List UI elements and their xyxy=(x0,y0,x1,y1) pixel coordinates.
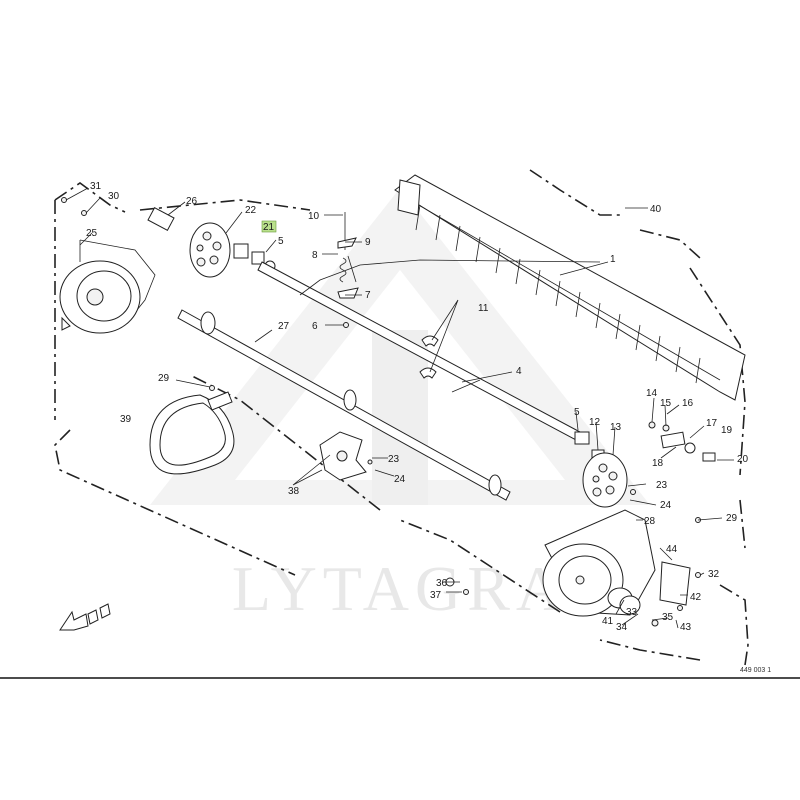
label-11: 11 xyxy=(478,303,489,314)
clips-11 xyxy=(419,335,439,379)
highlight-part-21 xyxy=(261,220,277,233)
label-16: 16 xyxy=(682,398,694,409)
leader-lines xyxy=(65,187,734,629)
watermark: LYTAGRA xyxy=(150,188,650,624)
bushing-26 xyxy=(147,206,175,232)
direction-arrow-icon xyxy=(59,603,111,631)
callout-labels: 1 4 5 5 6 7 8 9 10 11 12 13 14 15 16 17 … xyxy=(86,181,749,633)
label-8: 8 xyxy=(312,250,318,261)
knife-bar-1 xyxy=(394,174,746,401)
label-7: 7 xyxy=(365,290,371,301)
label-4: 4 xyxy=(516,366,522,377)
label-42: 42 xyxy=(690,592,702,603)
pulley-disk-22 xyxy=(189,222,231,278)
label-41: 41 xyxy=(602,616,614,627)
label-25: 25 xyxy=(86,228,98,239)
label-5-lower: 5 xyxy=(574,407,580,418)
label-12: 12 xyxy=(589,417,601,428)
pulley-disk-13 xyxy=(582,452,628,508)
pulley-housing-right xyxy=(542,509,691,617)
label-19: 19 xyxy=(721,425,733,436)
label-1: 1 xyxy=(610,254,616,265)
label-30: 30 xyxy=(108,191,120,202)
label-44: 44 xyxy=(666,544,678,555)
label-32: 32 xyxy=(708,569,720,580)
label-23-left: 23 xyxy=(388,454,400,465)
label-24-right: 24 xyxy=(660,500,672,511)
label-20: 20 xyxy=(737,454,749,465)
spring-assembly xyxy=(337,212,359,328)
label-23-right: 23 xyxy=(656,480,668,491)
label-13: 13 xyxy=(610,422,622,433)
tensioner-14-20 xyxy=(648,421,716,462)
label-5-upper: 5 xyxy=(278,236,284,247)
watermark-text: LYTAGRA xyxy=(232,553,568,624)
label-10: 10 xyxy=(308,211,320,222)
label-14: 14 xyxy=(646,388,658,399)
label-29-left: 29 xyxy=(158,373,170,384)
label-21: 21 xyxy=(263,222,275,233)
label-17: 17 xyxy=(706,418,718,429)
label-15: 15 xyxy=(660,398,672,409)
label-38: 38 xyxy=(288,486,300,497)
label-40: 40 xyxy=(650,204,662,215)
shaft-27 xyxy=(177,309,511,501)
label-36: 36 xyxy=(436,578,448,589)
label-43: 43 xyxy=(680,622,692,633)
drawing-code: 449 003 1 xyxy=(740,667,771,674)
label-28: 28 xyxy=(644,516,656,527)
assembly-boundary xyxy=(54,169,749,666)
label-26: 26 xyxy=(186,196,198,207)
label-33: 33 xyxy=(626,607,638,618)
label-18: 18 xyxy=(652,458,664,469)
label-22: 22 xyxy=(245,205,257,216)
label-27: 27 xyxy=(278,321,290,332)
label-35: 35 xyxy=(662,612,674,623)
pulley-housing-left xyxy=(59,239,156,334)
star-wheels-38 xyxy=(319,431,367,481)
label-37: 37 xyxy=(430,590,442,601)
label-39: 39 xyxy=(120,414,132,425)
belt-39 xyxy=(149,391,235,475)
label-34: 34 xyxy=(616,622,628,633)
label-29-right: 29 xyxy=(726,513,738,524)
label-24-left: 24 xyxy=(394,474,406,485)
label-6: 6 xyxy=(312,321,318,332)
label-31: 31 xyxy=(90,181,102,192)
label-9: 9 xyxy=(365,237,371,248)
